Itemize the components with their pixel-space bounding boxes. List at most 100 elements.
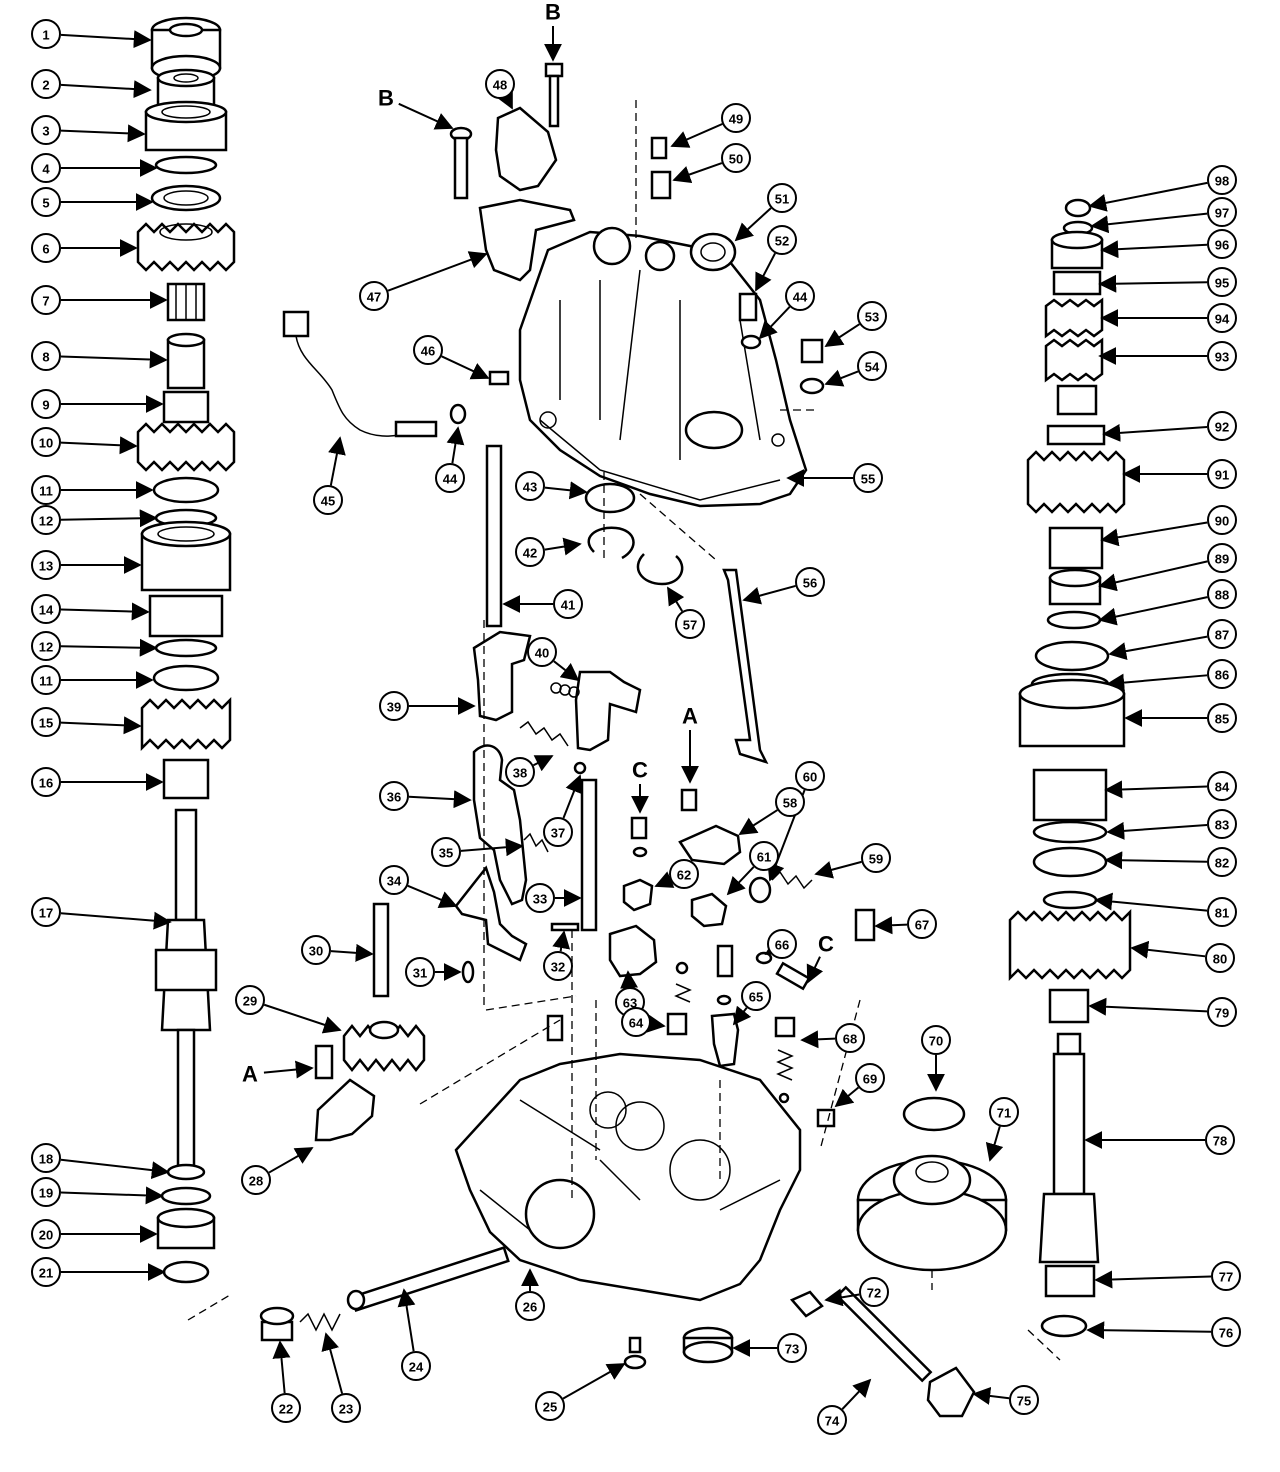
callout-14: 14 (31, 594, 61, 624)
countershaft-assembly (1008, 198, 1132, 1361)
needle-bearing-part (166, 282, 206, 322)
section-letter-text: A (242, 1062, 258, 1087)
callout-number: 84 (1215, 780, 1230, 795)
callout-circle (621, 1007, 651, 1037)
callout-37: 37 (543, 817, 573, 847)
callout-circle (1207, 303, 1237, 333)
breather-cap-part (854, 908, 876, 942)
callout-circle (767, 225, 797, 255)
leader-line (670, 123, 723, 148)
callout-circle (31, 19, 61, 49)
callout-number: 90 (1215, 514, 1229, 529)
bracket-part (494, 106, 558, 192)
shift-arm-part (622, 878, 654, 912)
leader-line (60, 911, 172, 930)
leader-line (1098, 560, 1208, 592)
callout-number: 63 (623, 996, 637, 1011)
callout-number: 17 (39, 906, 53, 921)
section-letter-text: B (378, 86, 394, 111)
callout-circle (535, 1391, 565, 1421)
callout-32: 32 (543, 951, 573, 981)
leader-line (1098, 274, 1208, 293)
leader-line (263, 1003, 342, 1034)
synchro-sleeve-part (1018, 678, 1126, 748)
callout-number: 11 (39, 484, 53, 499)
callout-49: 49 (721, 103, 751, 133)
shift-fork-part (472, 744, 528, 906)
callout-2: 2 (31, 69, 61, 99)
callout-circle (857, 351, 887, 381)
callout-number: 62 (677, 868, 691, 883)
callout-91: 91 (1207, 459, 1237, 489)
callout-circle (241, 1165, 271, 1195)
callout-number: 49 (729, 112, 743, 127)
washer-part (166, 1163, 206, 1181)
leader-line (800, 1030, 836, 1049)
bolt-part (314, 1044, 334, 1080)
callout-47: 47 (359, 281, 389, 311)
callout-number: 44 (443, 472, 458, 487)
callout-number: 91 (1215, 468, 1229, 483)
callout-circle (31, 1257, 61, 1287)
callout-number: 36 (387, 790, 401, 805)
steel-ball-part (573, 761, 587, 775)
callout-circle (31, 285, 61, 315)
leader-line (272, 1340, 291, 1394)
callout-circle (721, 103, 751, 133)
leader-line (544, 481, 588, 500)
callout-circle (485, 69, 515, 99)
callout-number: 30 (309, 944, 323, 959)
callout-31: 31 (405, 957, 435, 987)
callout-circle (767, 183, 797, 213)
callout-number: 47 (367, 290, 381, 305)
leader-line (1086, 1321, 1212, 1340)
callout-number: 28 (249, 1174, 263, 1189)
callout-circle (31, 1143, 61, 1173)
callout-56: 56 (795, 567, 825, 597)
callout-circle (1207, 847, 1237, 877)
callout-9: 9 (31, 389, 61, 419)
callout-number: 55 (861, 472, 875, 487)
spring-ring-part (154, 155, 218, 175)
callout-95: 95 (1207, 267, 1237, 297)
callout-44: 44 (435, 463, 465, 493)
callout-number: 6 (42, 242, 49, 257)
callout-number: 73 (785, 1342, 799, 1357)
callout-number: 51 (775, 192, 789, 207)
oil-seal-part (682, 1326, 734, 1364)
callout-84: 84 (1207, 771, 1237, 801)
callout-number: 45 (321, 494, 335, 509)
spring-part (299, 1312, 341, 1332)
callout-number: 72 (867, 1286, 881, 1301)
leader-line (742, 584, 796, 605)
callout-78: 78 (1205, 1125, 1235, 1155)
washer-part (799, 377, 825, 395)
callout-89: 89 (1207, 543, 1237, 573)
callout-circle (313, 485, 343, 515)
callout-90: 90 (1207, 505, 1237, 535)
callout-76: 76 (1211, 1317, 1241, 1347)
second-gear-part (1026, 450, 1126, 514)
bolt-part (775, 961, 811, 991)
needle-bearing-part (162, 758, 210, 800)
callout-circle (785, 281, 815, 311)
callout-circle (435, 463, 465, 493)
callout-circle (31, 389, 61, 419)
callout-circle (749, 841, 779, 871)
callout-73: 73 (777, 1333, 807, 1363)
callout-93: 93 (1207, 341, 1237, 371)
section-letter-c: C (806, 932, 834, 984)
needle-bearing-part (1056, 384, 1098, 416)
section-letter-b: B (544, 0, 562, 62)
callout-53: 53 (857, 301, 887, 331)
callout-number: 33 (533, 892, 547, 907)
clutch-housing-part (454, 1052, 802, 1302)
callout-number: 61 (757, 850, 771, 865)
leader-line (562, 774, 583, 819)
leader-line (321, 1332, 344, 1394)
callout-number: 3 (42, 124, 49, 139)
callout-circle (379, 691, 409, 721)
callout-circle (359, 281, 389, 311)
callout-number: 69 (863, 1072, 877, 1087)
